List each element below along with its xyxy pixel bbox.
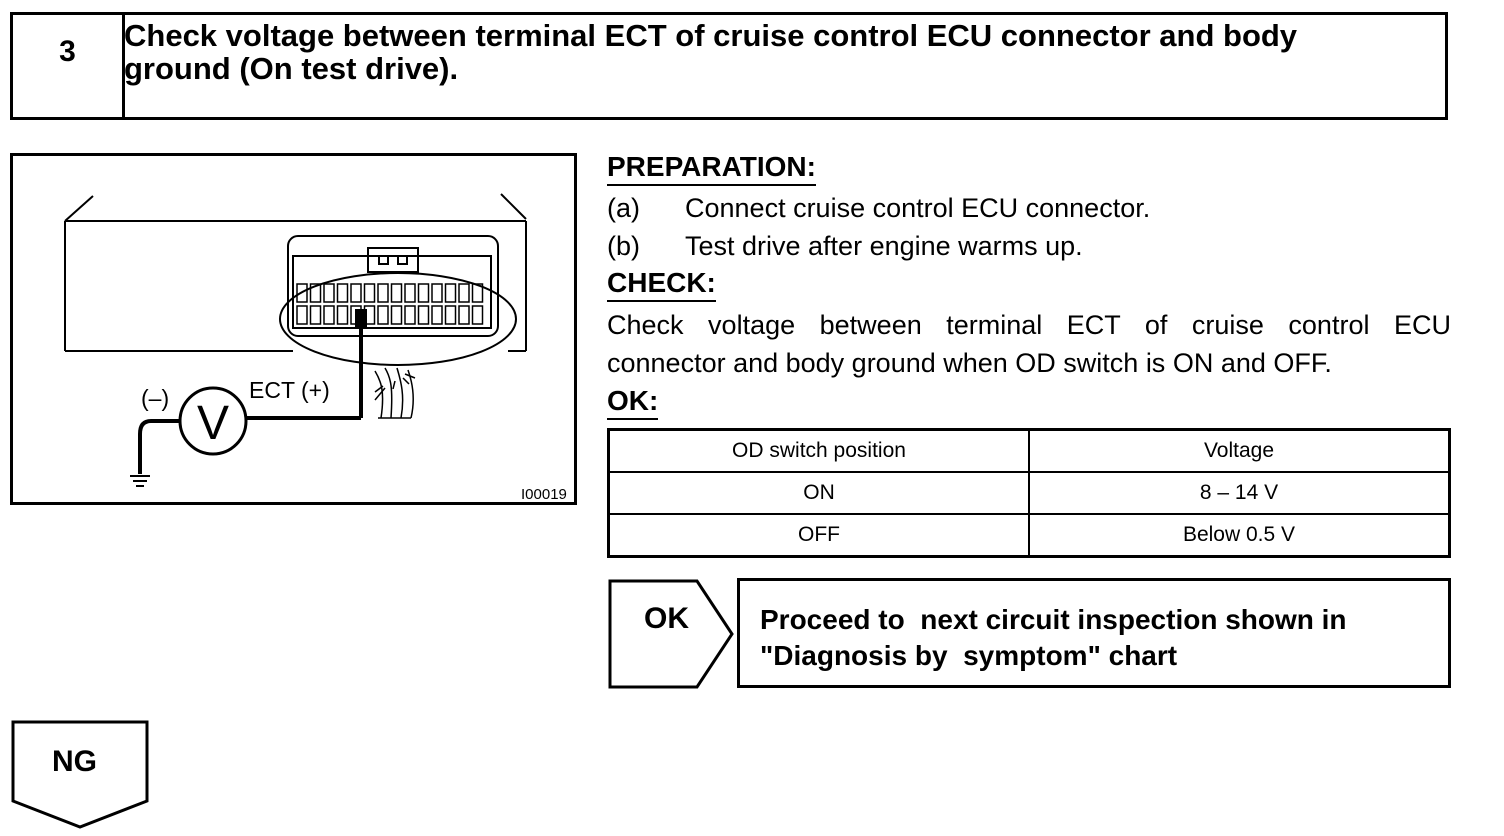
table-row: ON 8 – 14 V	[607, 471, 1451, 515]
terminal-pin	[296, 305, 308, 325]
terminal-pin	[458, 305, 470, 325]
item-text: Connect cruise control ECU connector.	[685, 193, 1151, 223]
step-title-line1: Check voltage between terminal ECT of cr…	[124, 18, 1298, 53]
terminal-pin	[336, 283, 349, 303]
terminal-pin	[296, 283, 308, 303]
step-header: 3	[10, 12, 1448, 120]
ok-result-text: Proceed to next circuit inspection shown…	[760, 602, 1440, 674]
ecu-body-outline	[64, 193, 527, 352]
preparation-item-a: (a) Connect cruise control ECU connector.	[607, 189, 1150, 227]
step-title-line2: ground (On test drive).	[124, 51, 459, 86]
check-text-line1: Check voltage between terminal ECT of cr…	[607, 310, 1451, 340]
terminal-pin	[323, 283, 335, 303]
terminal-pin	[377, 283, 389, 303]
connector-highlight-loop	[279, 272, 517, 366]
table-cell: 8 – 14 V	[1028, 471, 1451, 515]
ok-arrow-shape	[608, 579, 734, 689]
ok-result-box	[737, 578, 1451, 688]
check-section: CHECK:	[607, 267, 716, 302]
table-cell: ON	[607, 471, 1030, 515]
table-header-cell: Voltage	[1028, 428, 1451, 473]
table-header-cell: OD switch position	[607, 428, 1030, 473]
table-cell: OFF	[607, 513, 1030, 558]
preparation-section: PREPARATION:	[607, 151, 816, 186]
ok-section: OK:	[607, 385, 659, 420]
item-text: Test drive after engine warms up.	[685, 231, 1083, 261]
connector-terminals	[296, 283, 484, 325]
check-heading: CHECK:	[607, 267, 716, 302]
terminal-pin	[363, 283, 376, 303]
item-label: (a)	[607, 193, 640, 223]
item-label: (b)	[607, 231, 640, 261]
positive-probe-lead	[241, 318, 363, 420]
table-header-row: OD switch position Voltage	[607, 428, 1451, 473]
terminal-pin	[309, 283, 322, 303]
ecu-connector-diagram: V (–) ECT (+) I00019	[64, 193, 567, 503]
terminal-pin	[431, 305, 443, 325]
preparation-item-b: (b) Test drive after engine warms up.	[607, 227, 1083, 265]
terminal-pin	[431, 283, 443, 303]
terminal-pin	[323, 305, 335, 325]
terminal-pin	[390, 305, 403, 325]
terminal-pin	[350, 283, 362, 303]
ect-terminal-marker	[355, 309, 367, 327]
connector-figure: V (–) ECT (+) I00019	[10, 153, 577, 505]
terminal-pin	[390, 283, 403, 303]
ng-arrow-shape	[11, 720, 149, 829]
terminal-pin	[377, 305, 389, 325]
terminal-pin	[404, 283, 416, 303]
ground-symbol-icon	[130, 475, 150, 487]
ng-label: NG	[52, 745, 97, 778]
table-cell: Below 0.5 V	[1028, 513, 1451, 558]
step-number: 3	[13, 15, 125, 117]
negative-label: (–)	[141, 385, 169, 411]
ect-positive-label: ECT (+)	[249, 377, 330, 403]
ok-label: OK	[644, 602, 689, 635]
terminal-pin	[309, 305, 322, 325]
connector-housing	[287, 235, 499, 337]
terminal-pin	[417, 305, 430, 325]
terminal-pin	[404, 305, 416, 325]
ok-result-line2: "Diagnosis by symptom" chart	[760, 640, 1178, 671]
ok-result-line1: Proceed to next circuit inspection shown…	[760, 604, 1347, 635]
step-title: Check voltage between terminal ECT of cr…	[124, 19, 1424, 85]
terminal-pin	[444, 305, 457, 325]
terminal-pin	[444, 283, 457, 303]
ok-heading: OK:	[607, 385, 659, 420]
terminal-pin	[458, 283, 470, 303]
terminal-pin	[417, 283, 430, 303]
table-row: OFF Below 0.5 V	[607, 513, 1451, 558]
figure-id: I00019	[521, 486, 567, 503]
terminal-pin	[471, 305, 484, 325]
negative-probe-lead	[138, 419, 180, 474]
spec-table: OD switch position Voltage ON 8 – 14 V O…	[607, 428, 1451, 558]
voltmeter-symbol: V	[197, 397, 229, 450]
terminal-pin	[336, 305, 349, 325]
check-text-line2: connector and body ground when OD switch…	[607, 348, 1332, 378]
preparation-heading: PREPARATION:	[607, 151, 816, 186]
wire-harness	[374, 367, 416, 419]
